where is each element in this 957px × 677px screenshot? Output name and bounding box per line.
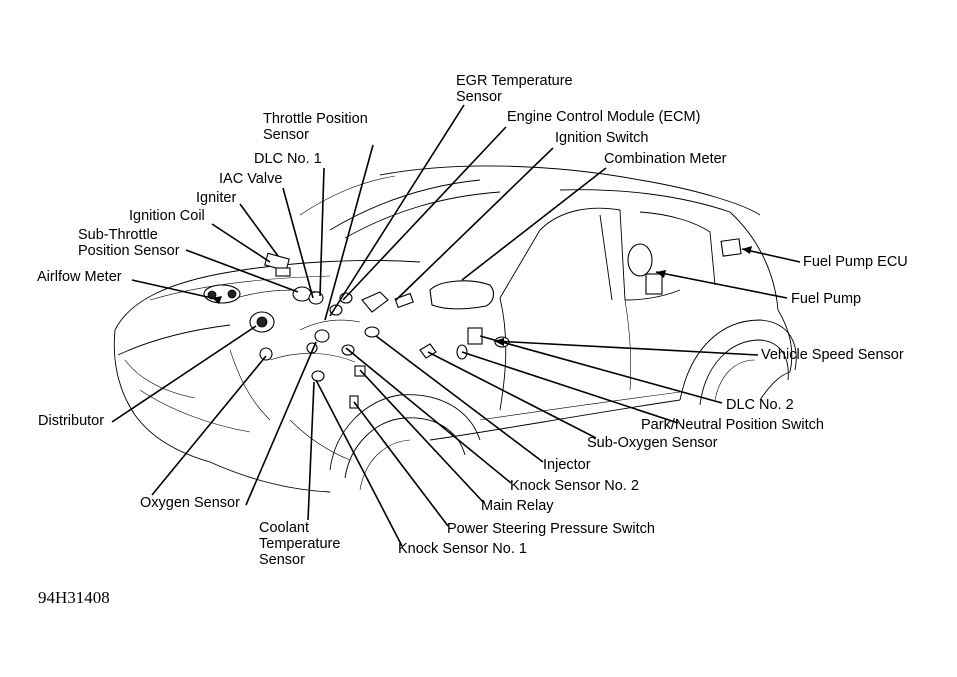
label-coolant-temperature-sensor-line2: Temperature: [259, 536, 341, 552]
label-power-steering-pressure-switch: Power Steering Pressure Switch: [447, 521, 655, 537]
label-park-neutral-position-switch: Park/Neutral Position Switch: [641, 417, 824, 433]
figure-id: 94H31408: [38, 588, 110, 607]
label-egr-temperature-sensor: EGR Temperature Sensor: [456, 73, 573, 105]
label-egr-temperature-sensor-line1: EGR Temperature: [456, 73, 573, 89]
label-coolant-temperature-sensor: Coolant Temperature Sensor: [259, 520, 340, 568]
leader-lines: [111, 104, 801, 547]
label-coolant-temperature-sensor-line3: Sensor: [259, 552, 305, 568]
label-airflow-meter: Airlfow Meter: [37, 269, 122, 285]
label-sub-throttle-position-sensor: Sub-Throttle Position Sensor: [78, 227, 180, 259]
label-ignition-switch: Ignition Switch: [555, 130, 649, 146]
label-engine-control-module: Engine Control Module (ECM): [507, 109, 701, 125]
component-shapes: [203, 243, 663, 409]
label-dlc-no-2: DLC No. 2: [726, 397, 794, 413]
label-injector: Injector: [543, 457, 591, 473]
label-igniter: Igniter: [196, 190, 237, 206]
label-dlc-no-1: DLC No. 1: [254, 151, 322, 167]
label-sub-oxygen-sensor: Sub-Oxygen Sensor: [587, 435, 718, 451]
label-knock-sensor-no-1: Knock Sensor No. 1: [398, 541, 527, 557]
label-sub-throttle-position-sensor-line2: Position Sensor: [78, 243, 180, 259]
label-distributor: Distributor: [38, 413, 105, 429]
label-throttle-position-sensor: Throttle Position Sensor: [263, 111, 368, 143]
label-egr-temperature-sensor-line2: Sensor: [456, 89, 502, 105]
label-iac-valve: IAC Valve: [219, 171, 283, 187]
label-throttle-position-sensor-line1: Throttle Position: [263, 111, 368, 127]
label-oxygen-sensor: Oxygen Sensor: [140, 495, 240, 511]
label-vehicle-speed-sensor: Vehicle Speed Sensor: [761, 347, 904, 363]
label-fuel-pump: Fuel Pump: [791, 291, 862, 307]
label-throttle-position-sensor-line2: Sensor: [263, 127, 309, 143]
label-sub-throttle-position-sensor-line1: Sub-Throttle: [78, 227, 158, 243]
label-knock-sensor-no-2: Knock Sensor No. 2: [510, 478, 639, 494]
label-coolant-temperature-sensor-line1: Coolant: [259, 520, 309, 536]
label-fuel-pump-ecu: Fuel Pump ECU: [803, 254, 908, 270]
leader-arrowheads: [212, 246, 752, 346]
label-main-relay: Main Relay: [481, 498, 554, 514]
label-ignition-coil: Ignition Coil: [129, 208, 205, 224]
label-combination-meter: Combination Meter: [604, 151, 727, 167]
